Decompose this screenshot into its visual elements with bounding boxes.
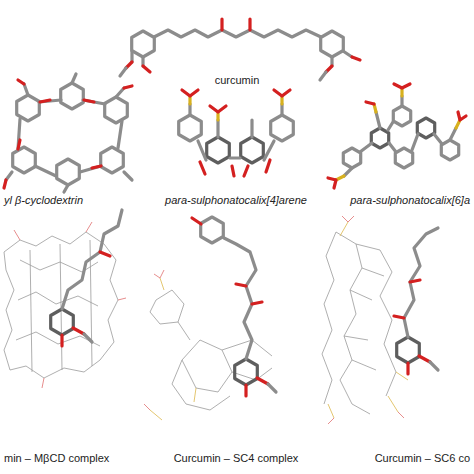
molecule-name: curcumin — [215, 74, 260, 87]
structure-caption: yl β-cyclodextrin — [4, 194, 83, 207]
calixarene-4-model — [179, 90, 294, 176]
mbcd-complex-model — [4, 210, 126, 388]
structure-caption: min – MβCD complex — [4, 452, 109, 465]
curcumin-model — [120, 19, 360, 80]
sc6-complex-model — [322, 216, 438, 424]
structure-caption: Curcumin – SC6 co — [375, 452, 470, 465]
structure-caption: Curcumin – SC4 complex — [174, 452, 299, 465]
cyclodextrin-model — [4, 74, 132, 192]
calixarene-6-model — [328, 84, 466, 188]
structure-caption: para-sulphonatocalix[6]a — [350, 194, 470, 207]
structure-caption: para-sulphonatocalix[4]arene — [165, 194, 307, 207]
sc4-complex-model — [144, 217, 276, 420]
